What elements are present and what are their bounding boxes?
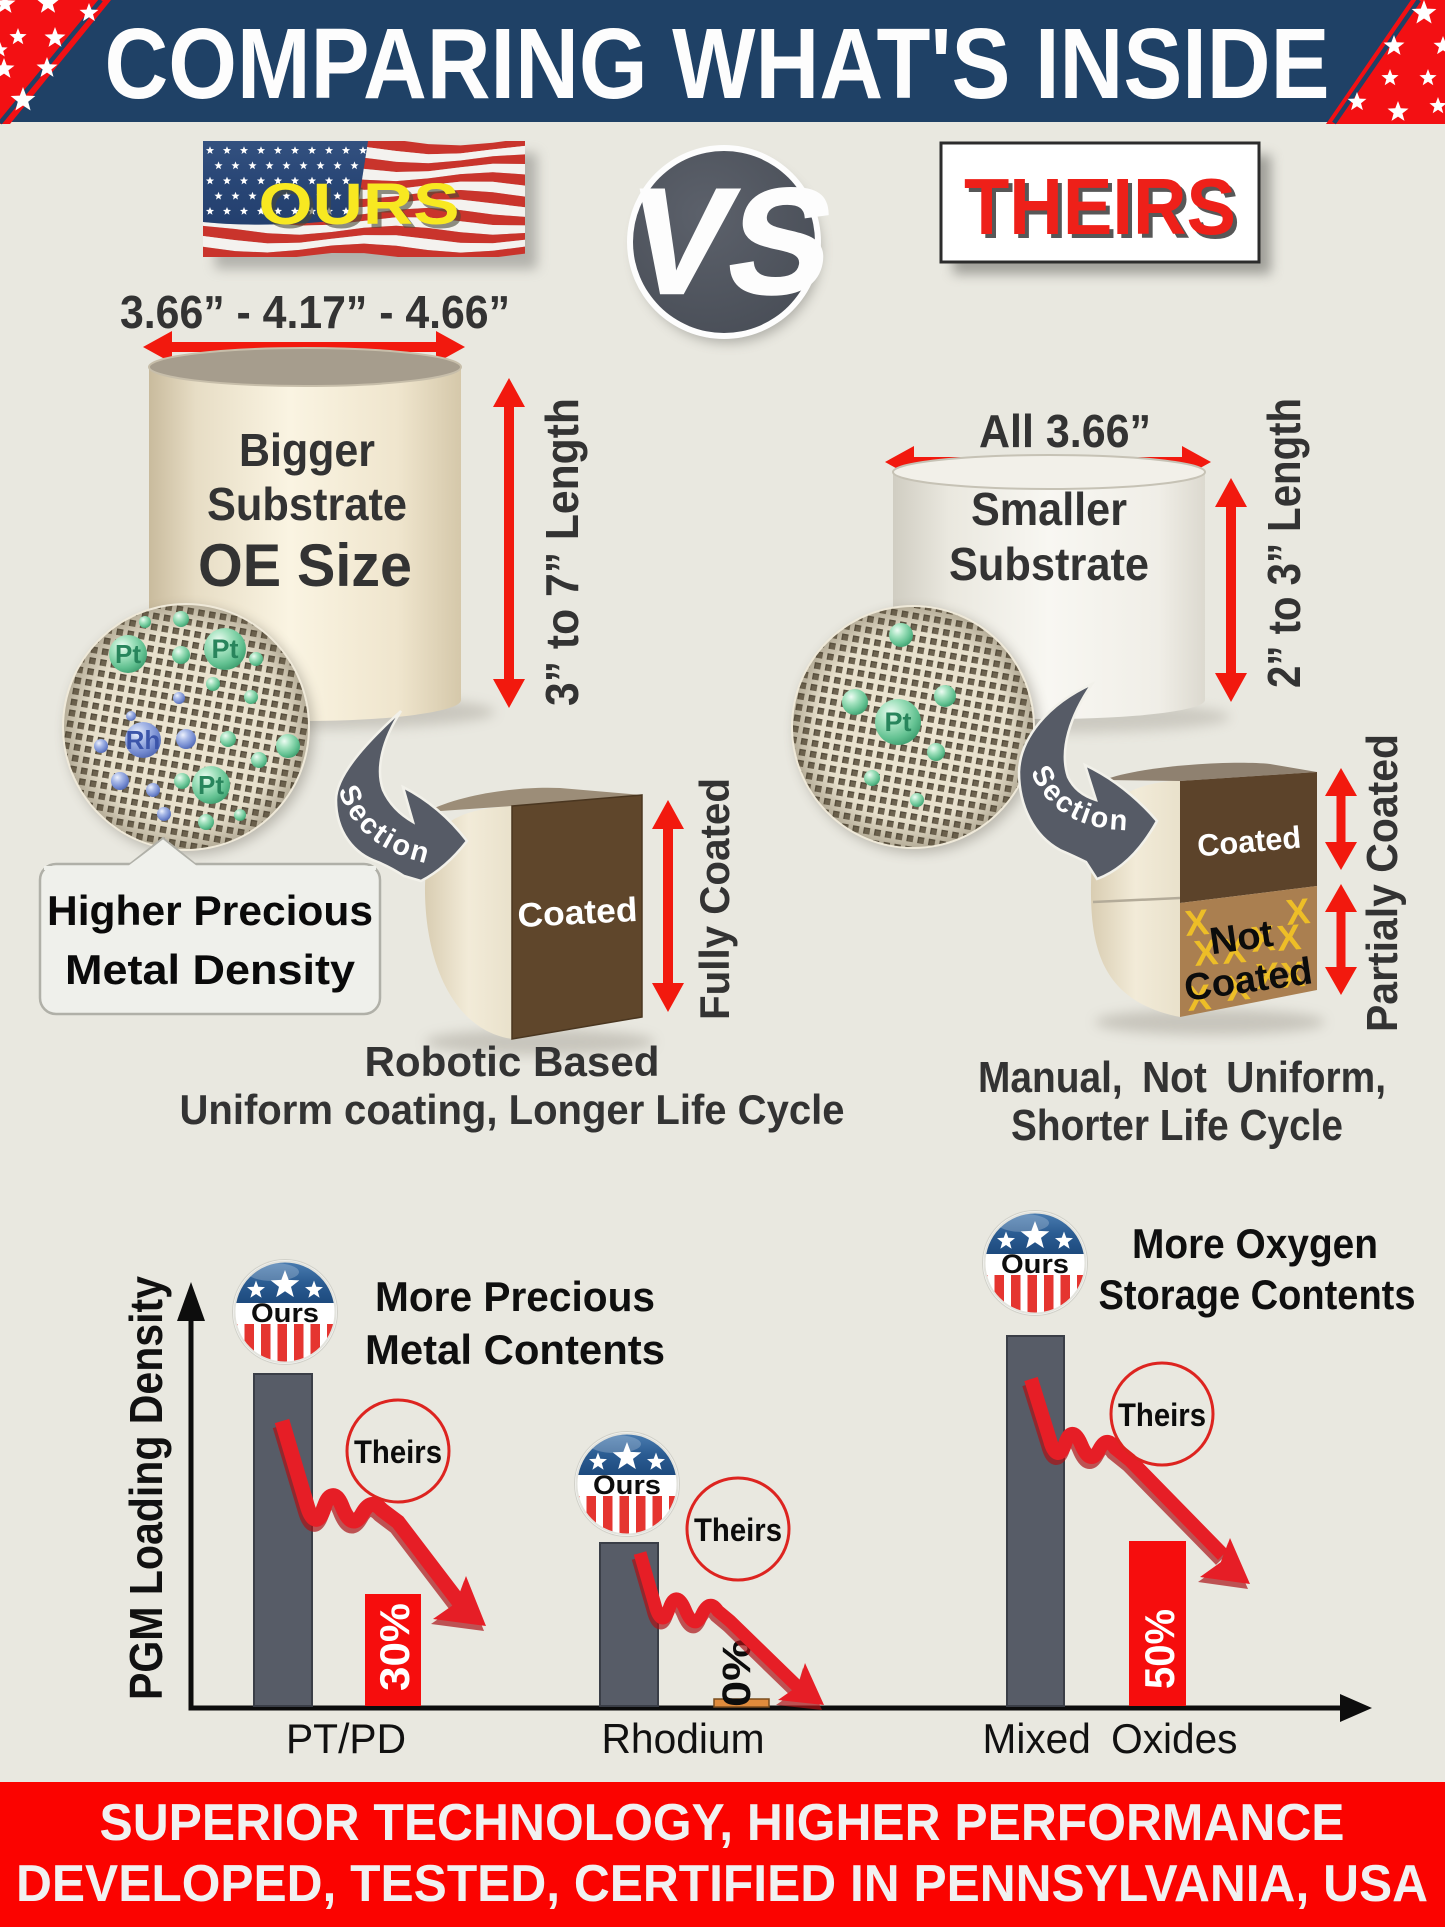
svg-text:Pt: Pt <box>198 770 224 800</box>
svg-text:THEIRS: THEIRS <box>968 166 1240 255</box>
svg-text:Theirs: Theirs <box>1118 1397 1206 1433</box>
svg-text:OURS: OURS <box>259 172 460 237</box>
svg-text:VS: VS <box>616 158 846 326</box>
svg-text:X: X <box>1220 929 1247 972</box>
svg-text:Theirs: Theirs <box>694 1512 782 1548</box>
svg-text:Storage Contents: Storage Contents <box>1099 1271 1416 1318</box>
svg-text:Fully Coated: Fully Coated <box>691 778 738 1020</box>
svg-text:PT/PD: PT/PD <box>286 1715 406 1762</box>
svg-text:Smaller: Smaller <box>971 483 1127 535</box>
svg-text:X: X <box>1224 966 1251 1009</box>
svg-text:Coated: Coated <box>517 891 639 935</box>
svg-text:Metal Density: Metal Density <box>65 946 356 993</box>
svg-text:Pt: Pt <box>885 707 912 737</box>
svg-text:SUPERIOR TECHNOLOGY, HIGHER PE: SUPERIOR TECHNOLOGY, HIGHER PERFORMANCE <box>100 1794 1345 1852</box>
svg-text:30%: 30% <box>371 1603 418 1691</box>
svg-text:Theirs: Theirs <box>354 1434 442 1470</box>
svg-text:More Oxygen: More Oxygen <box>1132 1220 1378 1267</box>
svg-text:X: X <box>1284 890 1311 933</box>
svg-text:Rh: Rh <box>126 725 161 755</box>
svg-text:Pt: Pt <box>212 634 239 664</box>
svg-text:3” to 7” Length: 3” to 7” Length <box>536 398 588 706</box>
svg-text:Uniform coating, Longer Life C: Uniform coating, Longer Life Cycle <box>180 1086 845 1133</box>
svg-text:OURS: OURS <box>263 176 464 241</box>
svg-text:PGM Loading Density: PGM Loading Density <box>120 1276 172 1700</box>
svg-text:Higher Precious: Higher Precious <box>47 887 373 934</box>
svg-text:X: X <box>1275 916 1302 959</box>
svg-text:COMPARING WHAT'S INSIDE: COMPARING WHAT'S INSIDE <box>105 8 1330 120</box>
svg-text:All 3.66”: All 3.66” <box>979 405 1151 457</box>
svg-text:Rhodium: Rhodium <box>602 1715 765 1762</box>
svg-text:Substrate: Substrate <box>949 538 1149 590</box>
svg-text:50%: 50% <box>1136 1609 1183 1689</box>
svg-text:Metal Contents: Metal Contents <box>365 1326 665 1373</box>
svg-text:More Precious: More Precious <box>375 1273 655 1320</box>
svg-text:X: X <box>1279 953 1306 996</box>
svg-text:X: X <box>1254 954 1281 997</box>
svg-text:THEIRS: THEIRS <box>964 162 1236 251</box>
svg-text:Bigger: Bigger <box>239 424 375 476</box>
svg-text:Manual, Not Uniform,: Manual, Not Uniform, <box>978 1053 1386 1102</box>
svg-text:X: X <box>1249 917 1276 960</box>
svg-text:2” to 3” Length: 2” to 3” Length <box>1258 398 1310 688</box>
svg-text:Not: Not <box>1207 913 1276 963</box>
svg-text:Partialy Coated: Partialy Coated <box>1358 734 1407 1032</box>
svg-text:X: X <box>1183 901 1210 944</box>
svg-text:DEVELOPED, TESTED, CERTIFIED I: DEVELOPED, TESTED, CERTIFIED IN PENNSYLV… <box>16 1855 1428 1913</box>
svg-text:OE Size: OE Size <box>198 532 412 599</box>
svg-text:X: X <box>1185 976 1212 1019</box>
svg-text:Substrate: Substrate <box>207 478 407 530</box>
svg-text:Shorter Life Cycle: Shorter Life Cycle <box>1011 1101 1343 1150</box>
svg-text:X: X <box>1192 931 1219 974</box>
svg-text:3.66” - 4.17” - 4.66”: 3.66” - 4.17” - 4.66” <box>120 286 510 338</box>
svg-text:Mixed Oxides: Mixed Oxides <box>983 1715 1238 1762</box>
svg-text:Robotic Based: Robotic Based <box>365 1038 660 1085</box>
svg-text:Pt: Pt <box>115 639 141 669</box>
